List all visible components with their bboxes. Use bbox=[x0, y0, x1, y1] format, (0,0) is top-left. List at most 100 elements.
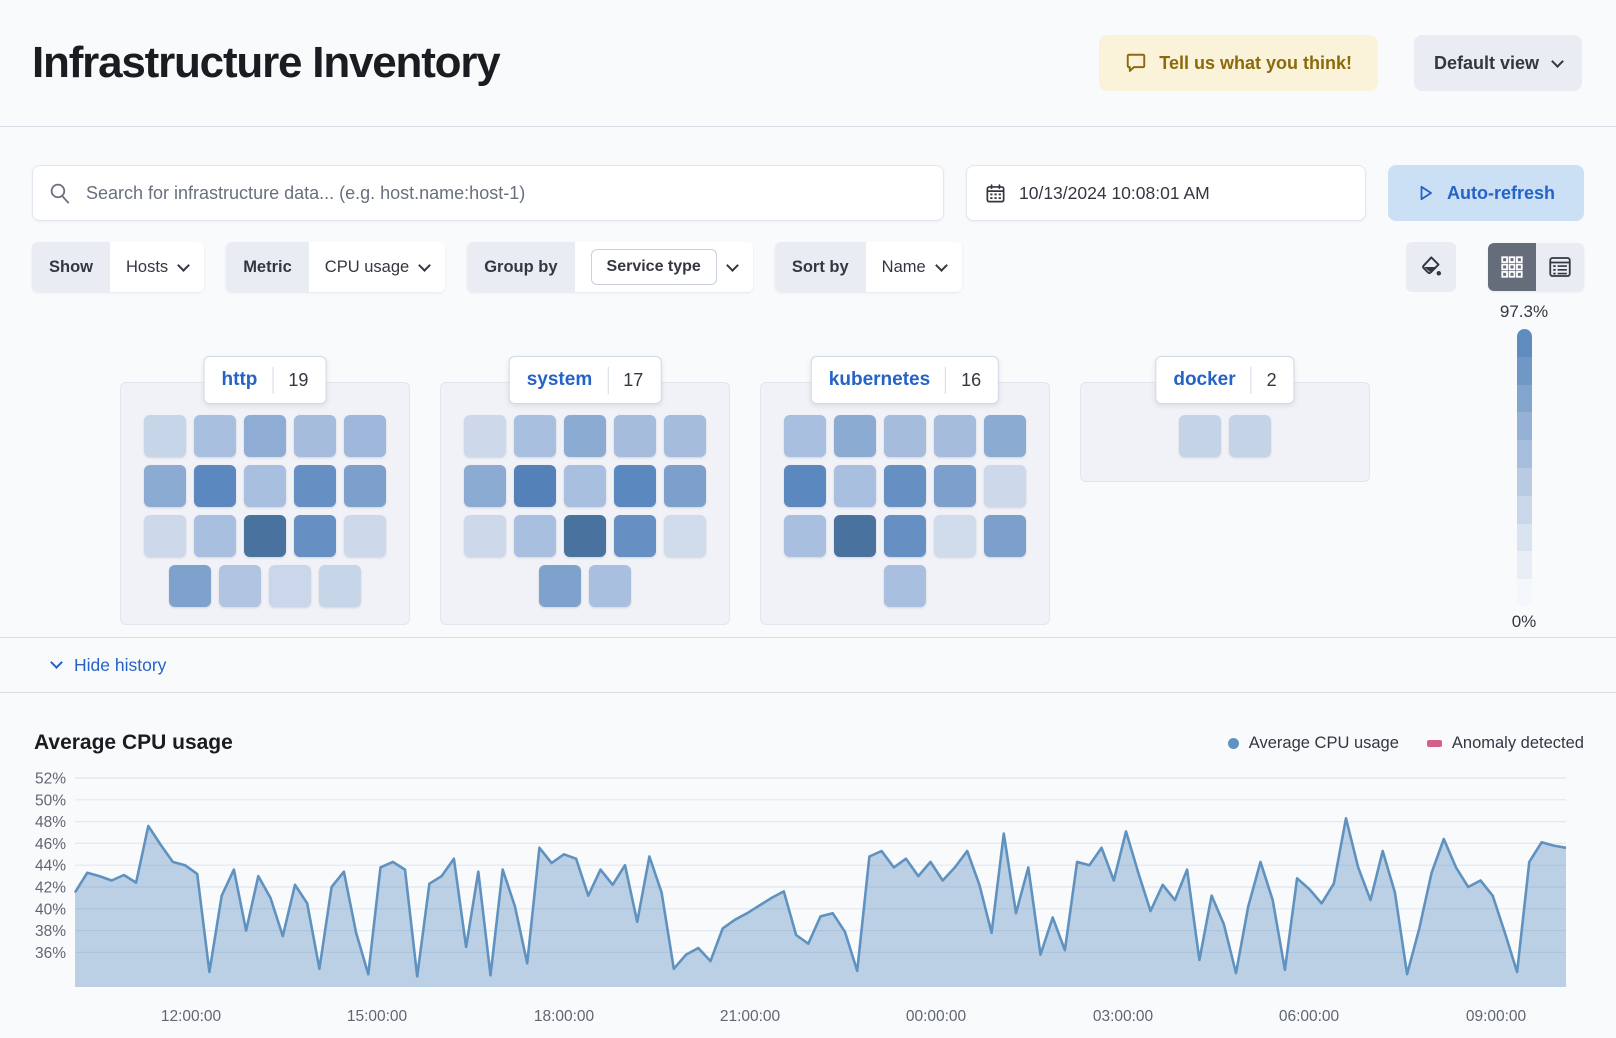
show-dropdown[interactable]: Hosts bbox=[110, 242, 205, 292]
host-tile[interactable] bbox=[984, 515, 1026, 557]
host-tile[interactable] bbox=[784, 515, 826, 557]
host-tile[interactable] bbox=[244, 415, 286, 457]
hide-history-toggle[interactable]: Hide history bbox=[46, 654, 172, 677]
host-tile[interactable] bbox=[784, 465, 826, 507]
hide-history-label: Hide history bbox=[74, 654, 167, 675]
group-badge: kubernetes 16 bbox=[810, 356, 1000, 404]
chevron-down-icon bbox=[725, 258, 739, 272]
host-tile[interactable] bbox=[294, 465, 336, 507]
host-tile[interactable] bbox=[194, 465, 236, 507]
host-tile[interactable] bbox=[219, 565, 261, 607]
legend-item[interactable]: Anomaly detected bbox=[1426, 734, 1584, 753]
host-tile[interactable] bbox=[319, 565, 361, 607]
host-tile[interactable] bbox=[884, 465, 926, 507]
host-tile[interactable] bbox=[464, 515, 506, 557]
host-tile[interactable] bbox=[884, 415, 926, 457]
host-tile[interactable] bbox=[294, 515, 336, 557]
host-tile[interactable] bbox=[269, 565, 311, 607]
x-tick-label: 12:00:00 bbox=[161, 1008, 222, 1025]
play-icon bbox=[1420, 185, 1432, 201]
group-name-link[interactable]: docker bbox=[1173, 369, 1236, 390]
legend-item[interactable]: Average CPU usage bbox=[1227, 734, 1399, 753]
host-tile[interactable] bbox=[194, 415, 236, 457]
host-tile[interactable] bbox=[934, 415, 976, 457]
groupby-dropdown[interactable]: Service type bbox=[574, 242, 753, 292]
host-tile[interactable] bbox=[344, 465, 386, 507]
host-tile[interactable] bbox=[834, 515, 876, 557]
y-tick-label: 42% bbox=[35, 880, 66, 897]
tile-row bbox=[1081, 415, 1369, 457]
legend-color-step bbox=[1516, 440, 1532, 468]
grid-view-button[interactable] bbox=[1488, 243, 1536, 291]
host-tile[interactable] bbox=[834, 415, 876, 457]
host-tile[interactable] bbox=[934, 465, 976, 507]
host-tile[interactable] bbox=[244, 465, 286, 507]
host-tile[interactable] bbox=[294, 415, 336, 457]
host-tile[interactable] bbox=[564, 465, 606, 507]
anomaly-swatch-icon bbox=[1426, 739, 1442, 747]
host-tile[interactable] bbox=[984, 415, 1026, 457]
legend-color-step bbox=[1516, 467, 1532, 496]
host-tile[interactable] bbox=[784, 415, 826, 457]
host-tile[interactable] bbox=[144, 465, 186, 507]
search-input[interactable] bbox=[84, 181, 927, 205]
color-palette-button[interactable] bbox=[1406, 242, 1456, 292]
host-tile[interactable] bbox=[564, 515, 606, 557]
table-icon bbox=[1549, 257, 1571, 277]
host-tile[interactable] bbox=[614, 515, 656, 557]
saved-view-button[interactable]: Default view bbox=[1413, 35, 1582, 91]
host-tile[interactable] bbox=[614, 415, 656, 457]
host-tile[interactable] bbox=[664, 465, 706, 507]
host-tile[interactable] bbox=[464, 415, 506, 457]
host-tile[interactable] bbox=[884, 515, 926, 557]
host-tile[interactable] bbox=[464, 465, 506, 507]
host-tile[interactable] bbox=[539, 565, 581, 607]
host-tile[interactable] bbox=[514, 415, 556, 457]
group-name-link[interactable]: kubernetes bbox=[828, 369, 931, 390]
chevron-down-icon bbox=[177, 258, 191, 272]
host-tile[interactable] bbox=[144, 515, 186, 557]
host-tile[interactable] bbox=[664, 415, 706, 457]
host-tile[interactable] bbox=[194, 515, 236, 557]
groupby-value-pill[interactable]: Service type bbox=[590, 249, 717, 285]
host-tile[interactable] bbox=[244, 515, 286, 557]
legend-max-label: 97.3% bbox=[1499, 302, 1549, 321]
host-tile[interactable] bbox=[1179, 415, 1221, 457]
sortby-dropdown[interactable]: Name bbox=[865, 242, 962, 292]
host-tile[interactable] bbox=[589, 565, 631, 607]
y-tick-label: 48% bbox=[35, 814, 66, 831]
host-tile[interactable] bbox=[514, 465, 556, 507]
host-tile[interactable] bbox=[144, 415, 186, 457]
saved-view-label: Default view bbox=[1433, 52, 1539, 73]
host-tile[interactable] bbox=[344, 415, 386, 457]
show-control: Show Hosts bbox=[32, 242, 205, 292]
group-count: 16 bbox=[961, 369, 982, 390]
table-view-button[interactable] bbox=[1536, 243, 1584, 291]
auto-refresh-button[interactable]: Auto-refresh bbox=[1388, 165, 1584, 221]
host-tile[interactable] bbox=[934, 515, 976, 557]
host-tile[interactable] bbox=[514, 515, 556, 557]
feedback-button[interactable]: Tell us what you think! bbox=[1099, 35, 1378, 91]
host-tile[interactable] bbox=[564, 415, 606, 457]
date-picker-button[interactable]: 10/13/2024 10:08:01 AM bbox=[966, 165, 1366, 221]
host-tile[interactable] bbox=[614, 465, 656, 507]
metric-dropdown[interactable]: CPU usage bbox=[308, 242, 446, 292]
page-header: Infrastructure Inventory Tell us what yo… bbox=[0, 0, 1616, 127]
page-title: Infrastructure Inventory bbox=[32, 38, 501, 87]
host-tile[interactable] bbox=[1229, 415, 1271, 457]
sortby-label: Sort by bbox=[774, 242, 866, 292]
group-name-link[interactable]: http bbox=[221, 369, 258, 390]
host-tile[interactable] bbox=[984, 465, 1026, 507]
host-tile[interactable] bbox=[664, 515, 706, 557]
host-tile[interactable] bbox=[344, 515, 386, 557]
group-name-link[interactable]: system bbox=[526, 369, 593, 390]
legend-color-step bbox=[1516, 412, 1532, 441]
divider bbox=[272, 366, 274, 394]
host-tile[interactable] bbox=[169, 565, 211, 607]
host-tile[interactable] bbox=[884, 565, 926, 607]
host-tile[interactable] bbox=[834, 465, 876, 507]
